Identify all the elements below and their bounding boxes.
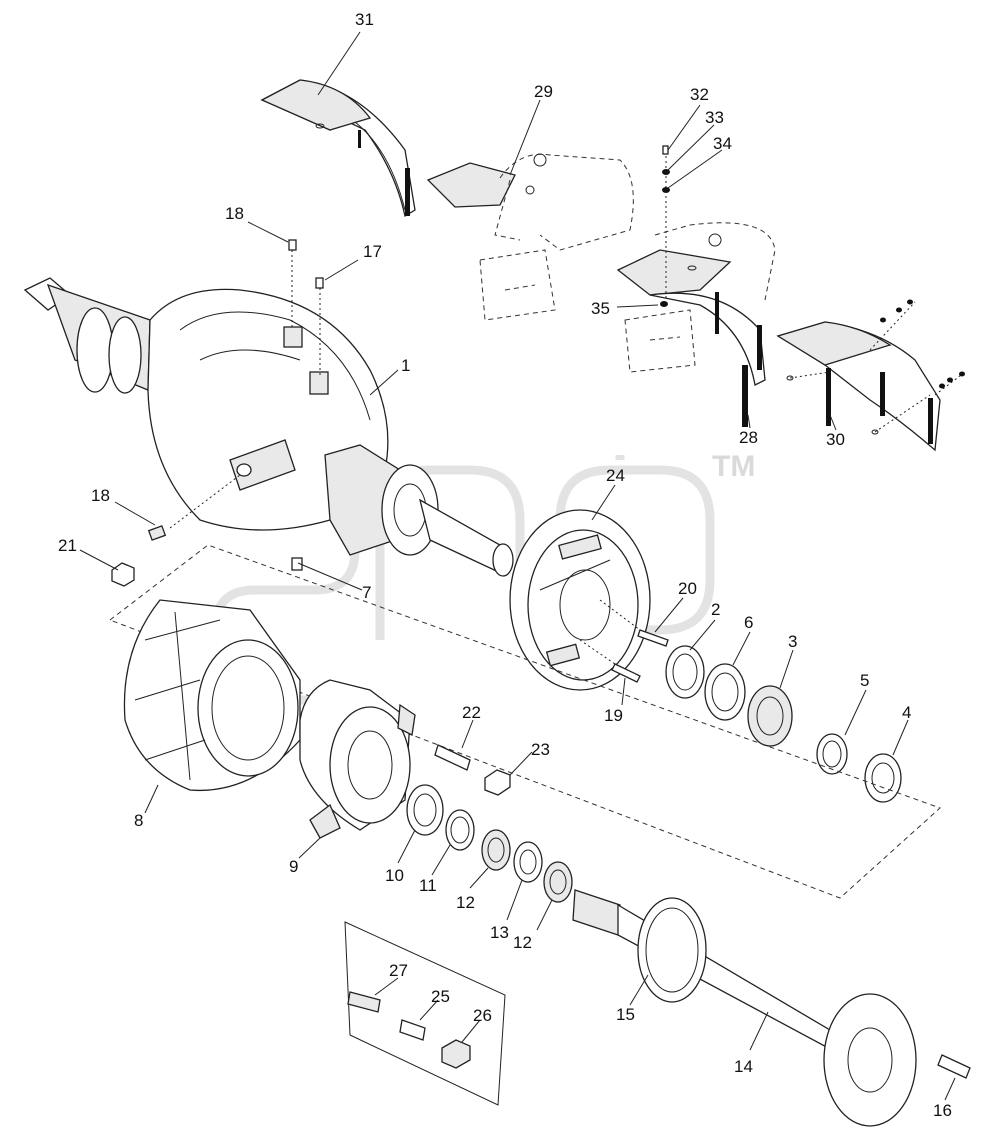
- callout-3: 3: [788, 632, 797, 651]
- gasket-15: [637, 897, 707, 1003]
- callout-30: 30: [826, 430, 845, 449]
- brake-drum-8: [123, 599, 301, 792]
- stud-22-nut-23: [434, 744, 511, 796]
- callout-13: 13: [490, 923, 509, 942]
- callout-17: 17: [363, 242, 382, 261]
- callout-18-top: 18: [225, 204, 244, 223]
- bolt-stack-32-34: [660, 145, 670, 307]
- callout-4: 4: [902, 703, 911, 722]
- callout-9: 9: [289, 857, 298, 876]
- callout-18-left: 18: [91, 486, 110, 505]
- callout-24: 24: [606, 466, 625, 485]
- callout-32: 32: [690, 85, 709, 104]
- callout-16: 16: [933, 1101, 952, 1120]
- leader-lines: [79, 31, 956, 1101]
- callout-8: 8: [134, 811, 143, 830]
- callout-labels: 31 29 32 33 34 18 17 35 1 28 30 24 18 21…: [58, 10, 952, 1120]
- callout-11: 11: [419, 876, 437, 895]
- hub-seals-10-13: [406, 784, 573, 903]
- brake-assembly-24: [509, 509, 651, 691]
- fittings-17-18: [147, 239, 324, 571]
- wheel-hub-9: [299, 679, 416, 839]
- callout-15: 15: [616, 1005, 635, 1024]
- callout-28: 28: [739, 428, 758, 447]
- washers-5-4: [816, 733, 902, 803]
- cover-30: [776, 299, 966, 452]
- nut-21: [111, 562, 135, 587]
- callout-22: 22: [462, 703, 481, 722]
- shield-28: [616, 222, 776, 427]
- callout-21: 21: [58, 536, 77, 555]
- caliper-29: [426, 153, 634, 321]
- callout-19: 19: [604, 706, 623, 725]
- axle-housing-1: [23, 277, 514, 577]
- callout-1: 1: [401, 356, 410, 375]
- callout-6: 6: [744, 613, 753, 632]
- callout-27: 27: [389, 961, 408, 980]
- callout-25: 25: [431, 987, 450, 1006]
- callout-12-b: 12: [513, 933, 532, 952]
- bolt-16: [937, 1054, 971, 1079]
- callout-2: 2: [711, 600, 720, 619]
- hub-group-boundary: [108, 544, 941, 899]
- callout-7: 7: [362, 583, 371, 602]
- inset-parts-box: [344, 921, 506, 1106]
- callout-34: 34: [713, 134, 732, 153]
- watermark-tm: TM: [712, 450, 755, 483]
- callout-14: 14: [734, 1057, 753, 1076]
- callout-35: 35: [591, 299, 610, 318]
- callout-12-a: 12: [456, 893, 475, 912]
- callout-26: 26: [473, 1006, 492, 1025]
- callout-31: 31: [355, 10, 374, 29]
- bolts-19-20: [579, 599, 669, 683]
- callout-29: 29: [534, 82, 553, 101]
- callout-23: 23: [531, 740, 550, 759]
- bearings-2-6-3: [665, 645, 793, 747]
- callout-20: 20: [678, 579, 697, 598]
- callout-10: 10: [385, 866, 404, 885]
- callout-5: 5: [860, 671, 869, 690]
- callout-33: 33: [705, 108, 724, 127]
- cover-31: [260, 79, 416, 218]
